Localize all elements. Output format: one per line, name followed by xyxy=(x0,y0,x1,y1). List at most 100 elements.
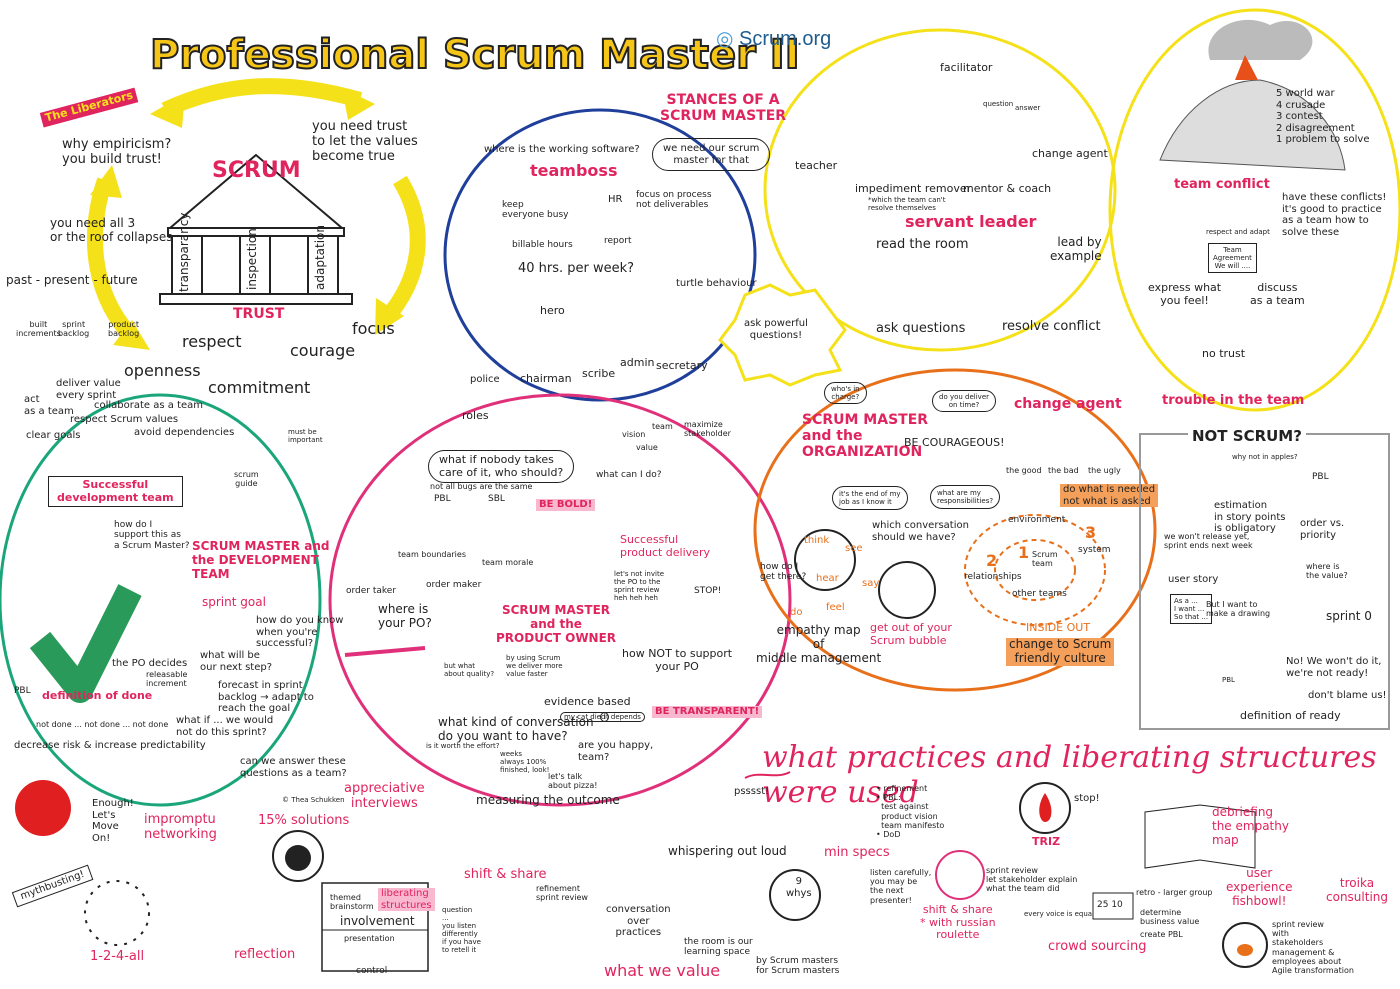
empathy-hear: hear xyxy=(816,573,839,584)
sm-org-title: SCRUM MASTER and the ORGANIZATION xyxy=(802,412,929,461)
read-the-room: read the room xyxy=(876,237,969,252)
not-ready: No! We won't do it, we're not ready! xyxy=(1286,656,1382,679)
inside-out: INSIDE OUT xyxy=(1026,621,1091,634)
how-not-support-po: how NOT to support your PO xyxy=(622,647,733,673)
refinement-sprint-review: refinement sprint review xyxy=(536,884,588,903)
listen-carefully: listen carefully, you may be the next pr… xyxy=(870,868,932,905)
be-courageous: BE COURAGEOUS! xyxy=(904,436,1005,449)
teamboss-secretary: secretary xyxy=(656,359,708,372)
must-be-important: must be important xyxy=(288,428,323,445)
enough-lets-move-on: Enough! Let's Move On! xyxy=(92,798,134,844)
triz: TRIZ xyxy=(1032,835,1061,848)
not-done-ribbon: not done ... not done ... not done xyxy=(36,720,169,729)
decrease-risk: decrease risk & increase predictability xyxy=(14,740,206,751)
definition-of-done: definition of done xyxy=(42,689,153,702)
value-openness: openness xyxy=(124,361,201,380)
value-respect: respect xyxy=(182,332,242,351)
value-commitment: commitment xyxy=(208,378,311,397)
org-number-2: 2 xyxy=(986,551,998,570)
nine-whys: 9 whys xyxy=(786,876,812,899)
po-pbl: PBL xyxy=(434,494,451,504)
involvement-label: involvement xyxy=(340,914,415,928)
po-decides: the PO decides xyxy=(112,658,188,669)
the-bad: the bad xyxy=(1048,466,1079,475)
dont-blame-us: don't blame us! xyxy=(1308,690,1387,701)
stance-answer: answer xyxy=(1015,104,1041,112)
empathy-see: see xyxy=(845,543,863,554)
the-ugly: the ugly xyxy=(1088,466,1121,475)
create-pbl: create PBL xyxy=(1140,930,1183,939)
empathy-map-label: empathy map of middle management xyxy=(756,623,882,665)
what-about-quality: but what about quality? xyxy=(444,662,495,679)
liberating-structures: liberating structures xyxy=(378,888,435,911)
presentation-label: presentation xyxy=(344,934,395,943)
where-value: where is the value? xyxy=(1306,562,1348,581)
crowd-score: 25 10 xyxy=(1097,900,1123,910)
do-what-needed: do what is needed not what is asked xyxy=(1060,484,1159,507)
deliver-more-value: by using Scrum we deliver more value fas… xyxy=(506,654,563,679)
stance-impediment-note: *which the team can't resolve themselves xyxy=(868,196,946,213)
control-label: control xyxy=(356,966,388,976)
need-all-note: you need all 3 or the roof collapses xyxy=(50,216,173,244)
answer-as-team: can we answer these questions as a team? xyxy=(240,756,347,779)
team-morale: team morale xyxy=(482,558,534,567)
next-step: what will be our next step? xyxy=(200,650,273,673)
scrum-heading: SCRUM xyxy=(212,158,301,183)
sprint-goal: sprint goal xyxy=(202,595,266,609)
end-of-my-job: it's the end of my job as I know it xyxy=(832,486,908,511)
psssst: psssst! xyxy=(734,786,770,797)
logo-swirl-icon: ◎ xyxy=(716,28,734,50)
triz-stop: stop! xyxy=(1074,793,1100,804)
copyright: © Thea Schukken xyxy=(282,796,345,804)
resolve-conflict: resolve conflict xyxy=(1002,319,1101,334)
talk-about-pizza: let's talk about pizza! xyxy=(548,772,598,791)
successful-product-delivery: Successful product delivery xyxy=(620,533,710,559)
roles: roles xyxy=(462,409,489,422)
teamboss-billable: billable hours xyxy=(512,240,573,250)
worth-the-effort: is it worth the effort? xyxy=(426,742,500,750)
no-trust: no trust xyxy=(1202,347,1246,360)
respect-scrum-values: respect Scrum values xyxy=(70,414,179,425)
be-transparent: BE TRANSPARENT! xyxy=(652,706,763,718)
stance-facilitator: facilitator xyxy=(940,61,993,74)
nobody-takes-care: what if nobody takes care of it, who sho… xyxy=(428,450,575,484)
be-bold: BE BOLD! xyxy=(536,499,596,511)
value-courage: courage xyxy=(290,341,356,360)
deliver-on-time: do you deliver on time? xyxy=(932,390,997,413)
want-drawing: But I want to make a drawing xyxy=(1206,600,1271,619)
debriefing-empathy-map: debriefing the empathy map xyxy=(1212,805,1289,847)
po-sbl: SBL xyxy=(488,494,505,504)
teamboss-scribe: scribe xyxy=(582,367,616,380)
shift-share-roulette: shift & share * with russian roulette xyxy=(920,903,996,942)
room-learning-space: the room is our learning space xyxy=(684,937,753,958)
stance-change-agent: change agent xyxy=(1032,147,1108,160)
crowd-sourcing: crowd sourcing xyxy=(1048,939,1147,954)
org-other-teams: other teams xyxy=(1012,589,1067,599)
conflict-note: have these conflicts! it's good to pract… xyxy=(1282,192,1387,238)
sm-po-title: SCRUM MASTER and the PRODUCT OWNER xyxy=(496,603,617,645)
bugs-note: not all bugs are the same xyxy=(430,482,533,491)
conflict-escalation-list: 5 world war 4 crusade 3 contest 2 disagr… xyxy=(1276,88,1370,145)
teamboss-police: police xyxy=(470,374,500,385)
org-environment: environment xyxy=(1008,515,1066,525)
by-scrum-masters: by Scrum masters for Scrum masters xyxy=(756,956,840,977)
stances-title: STANCES OF A SCRUM MASTER xyxy=(660,92,787,125)
lead-by-example: lead by example xyxy=(1050,235,1102,263)
team-agreement: Team Agreement We will .... xyxy=(1208,243,1257,274)
po-vision: vision xyxy=(622,430,646,439)
retro-larger-group: retro - larger group xyxy=(1136,888,1213,897)
releasable-increment: releasable increment xyxy=(146,670,188,689)
sm-devteam-title: SCRUM MASTER and the DEVELOPMENT TEAM xyxy=(192,539,330,581)
empathy-think: think xyxy=(804,535,830,546)
org-scrum-team: Scrum team xyxy=(1032,550,1058,569)
order-taker: order taker xyxy=(346,586,397,596)
avoid-dependencies: avoid dependencies xyxy=(134,427,235,438)
determine-business-value: determine business value xyxy=(1140,908,1200,927)
always-finished: weeks always 100% finished, look! xyxy=(500,750,550,775)
measuring-outcome: measuring the outcome xyxy=(476,793,620,807)
artifact-product-backlog: product backlog xyxy=(108,320,140,339)
collaborate-team: collaborate as a team xyxy=(94,400,204,411)
fifteen-percent-solutions: 15% solutions xyxy=(258,813,350,828)
what-can-i-do: what can I do? xyxy=(596,470,662,480)
